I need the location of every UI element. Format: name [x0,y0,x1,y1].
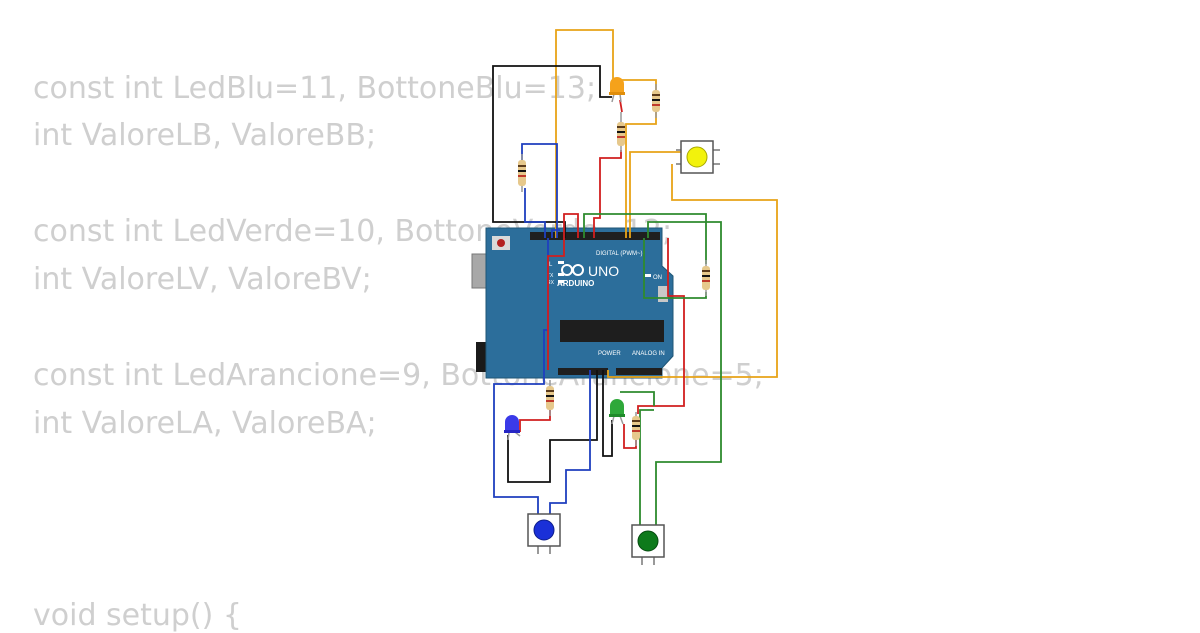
wire-orange-2[interactable] [620,79,657,92]
tx-label: TX [547,273,554,279]
board-model: UNO [588,263,619,279]
status-led-rx [558,280,564,283]
wire-red-5[interactable] [519,410,551,432]
wire-red-2[interactable] [593,150,622,238]
wire-blue-5[interactable] [524,188,546,238]
rx-label: RX [547,280,555,286]
resistor-blue-2[interactable] [546,380,554,416]
code-line-2: int ValoreLB, ValoreBB; [33,118,377,153]
arduino-logo-icon [561,264,584,276]
resistor-orange-1[interactable] [652,84,660,118]
wire-blue-1[interactable] [521,143,558,238]
wire-blue-4[interactable] [549,370,591,515]
wire-black-1[interactable] [492,65,612,238]
button-blue[interactable] [527,513,561,554]
wire-orange-4[interactable] [629,151,684,238]
wire-green-4[interactable] [620,391,655,406]
arduino-board[interactable]: UNO ARDUINO DIGITAL (PWM~) POWER ANALOG … [471,227,674,379]
status-led-on [645,274,651,277]
icsp-header [658,286,668,302]
on-label: ON [653,275,662,281]
resistor-blue-1[interactable] [518,154,526,192]
led-orange[interactable] [609,77,625,103]
wire-green-3[interactable] [647,221,722,525]
l-label: L [549,262,553,268]
button-yellow[interactable] [676,140,720,174]
reset-button-cap [497,239,505,247]
wire-green-5[interactable] [639,409,654,525]
analog-label: ANALOG IN [632,351,665,357]
wire-red-4[interactable] [637,238,685,414]
status-led-tx [558,273,564,276]
button-green[interactable] [631,524,665,565]
atmega-chip [560,320,664,342]
wire-green-2[interactable] [583,213,707,264]
code-line-11: void setup() { [33,598,242,633]
power-header [558,368,608,375]
wire-orange-5[interactable] [607,164,778,378]
resistor-orange-2[interactable] [617,112,625,152]
wires [492,29,778,525]
digital-header [530,232,660,240]
wire-orange-1[interactable] [555,29,614,238]
led-green[interactable] [609,399,625,425]
wire-black-3[interactable] [602,370,613,457]
board-brand: ARDUINO [557,279,594,288]
wire-black-2[interactable] [507,370,598,483]
resistors [518,84,710,446]
power-label: POWER [598,351,621,357]
resistor-green-2[interactable] [632,412,640,446]
analog-header [616,368,662,375]
wire-red-3[interactable] [547,213,579,370]
digital-label: DIGITAL (PWM~) [596,251,643,257]
resistor-green-1[interactable] [702,260,710,296]
code-line-8: int ValoreLA, ValoreBA; [33,406,377,441]
wire-blue-3[interactable] [551,229,560,238]
code-line-5: int ValoreLV, ValoreBV; [33,262,372,297]
status-led-l [558,261,564,264]
led-blue[interactable] [504,415,521,441]
